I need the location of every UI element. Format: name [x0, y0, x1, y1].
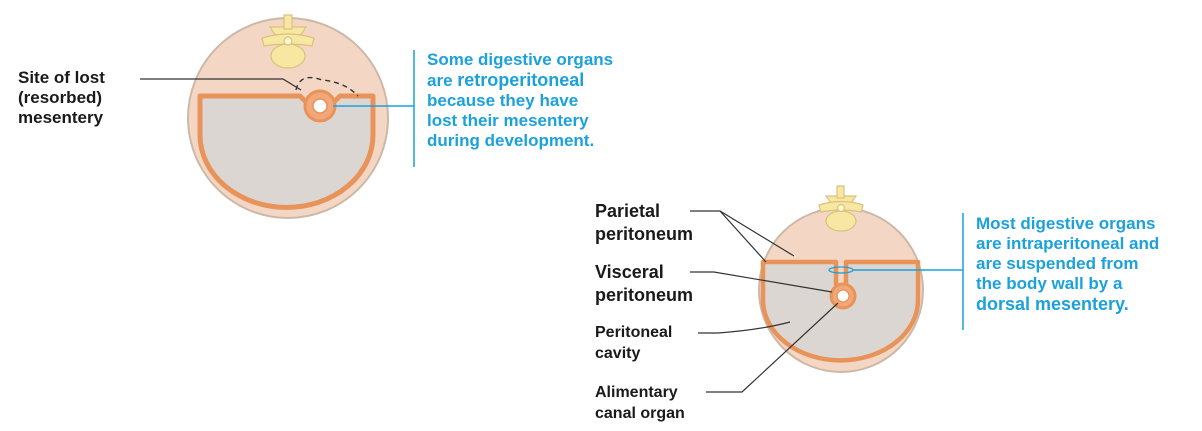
- lost-mesentery-dashed: [295, 76, 359, 97]
- visceral-peritoneum-label: Visceral peritoneum: [595, 261, 693, 307]
- site-label-line-3: mesentery: [18, 108, 104, 127]
- parietal-peritoneum-label: Parietal peritoneum: [595, 200, 693, 246]
- bottom-vertebra-icon: [818, 185, 864, 232]
- visceral-line-1: Visceral: [595, 262, 664, 282]
- parietal-line-1: Parietal: [595, 201, 661, 221]
- parietal-leader-2: [719, 210, 767, 263]
- intra-caption-line-4: the body wall by a: [976, 274, 1123, 293]
- intra-caption-line-3: are suspended from: [976, 254, 1139, 273]
- intra-caption-line-1: Most digestive organs: [976, 214, 1156, 233]
- site-of-lost-mesentery-label: Site of lost (resorbed) mesentery: [18, 68, 105, 128]
- bottom-organ-lumen: [836, 289, 850, 303]
- retroperitoneal-caption: Some digestive organs are retroperitonea…: [427, 50, 613, 151]
- retro-caption-line-3: because they have: [427, 91, 579, 110]
- top-vertebra-icon: [261, 14, 315, 69]
- top-left-leader: [140, 78, 302, 91]
- organ-leader: [706, 302, 839, 393]
- site-label-line-1: Site of lost: [18, 68, 105, 87]
- cavity-line-2: cavity: [595, 345, 641, 362]
- organ-line-1: Alimentary: [595, 384, 678, 401]
- retro-caption-line-4: lost their mesentery: [427, 111, 589, 130]
- organ-line-2: canal organ: [595, 405, 685, 422]
- top-cross-section: [140, 14, 415, 219]
- site-label-line-2: (resorbed): [18, 88, 103, 107]
- top-organ-lumen: [312, 98, 328, 114]
- retro-caption-line-2: are retroperitoneal: [427, 70, 613, 91]
- bottom-cross-section: [690, 185, 964, 393]
- cavity-line-1: Peritoneal: [595, 324, 673, 341]
- peritoneal-cavity-label: Peritoneal cavity: [595, 322, 672, 364]
- retro-caption-line-5: during development.: [427, 131, 595, 150]
- visceral-leader: [690, 271, 833, 293]
- visceral-line-2: peritoneum: [595, 285, 694, 305]
- retro-caption-prefix: are: [427, 71, 458, 90]
- intra-caption-line-2: are intraperitoneal and: [976, 234, 1160, 253]
- alimentary-canal-organ-label: Alimentary canal organ: [595, 382, 685, 424]
- dorsal-mesentery-term: dorsal mesentery.: [976, 294, 1129, 314]
- parietal-line-2: peritoneum: [595, 224, 694, 244]
- retroperitoneal-term: retroperitoneal: [457, 70, 585, 90]
- cavity-leader: [698, 321, 791, 334]
- intraperitoneal-caption: Most digestive organs are intraperitonea…: [976, 214, 1159, 314]
- retro-caption-line-1: Some digestive organs: [427, 50, 614, 69]
